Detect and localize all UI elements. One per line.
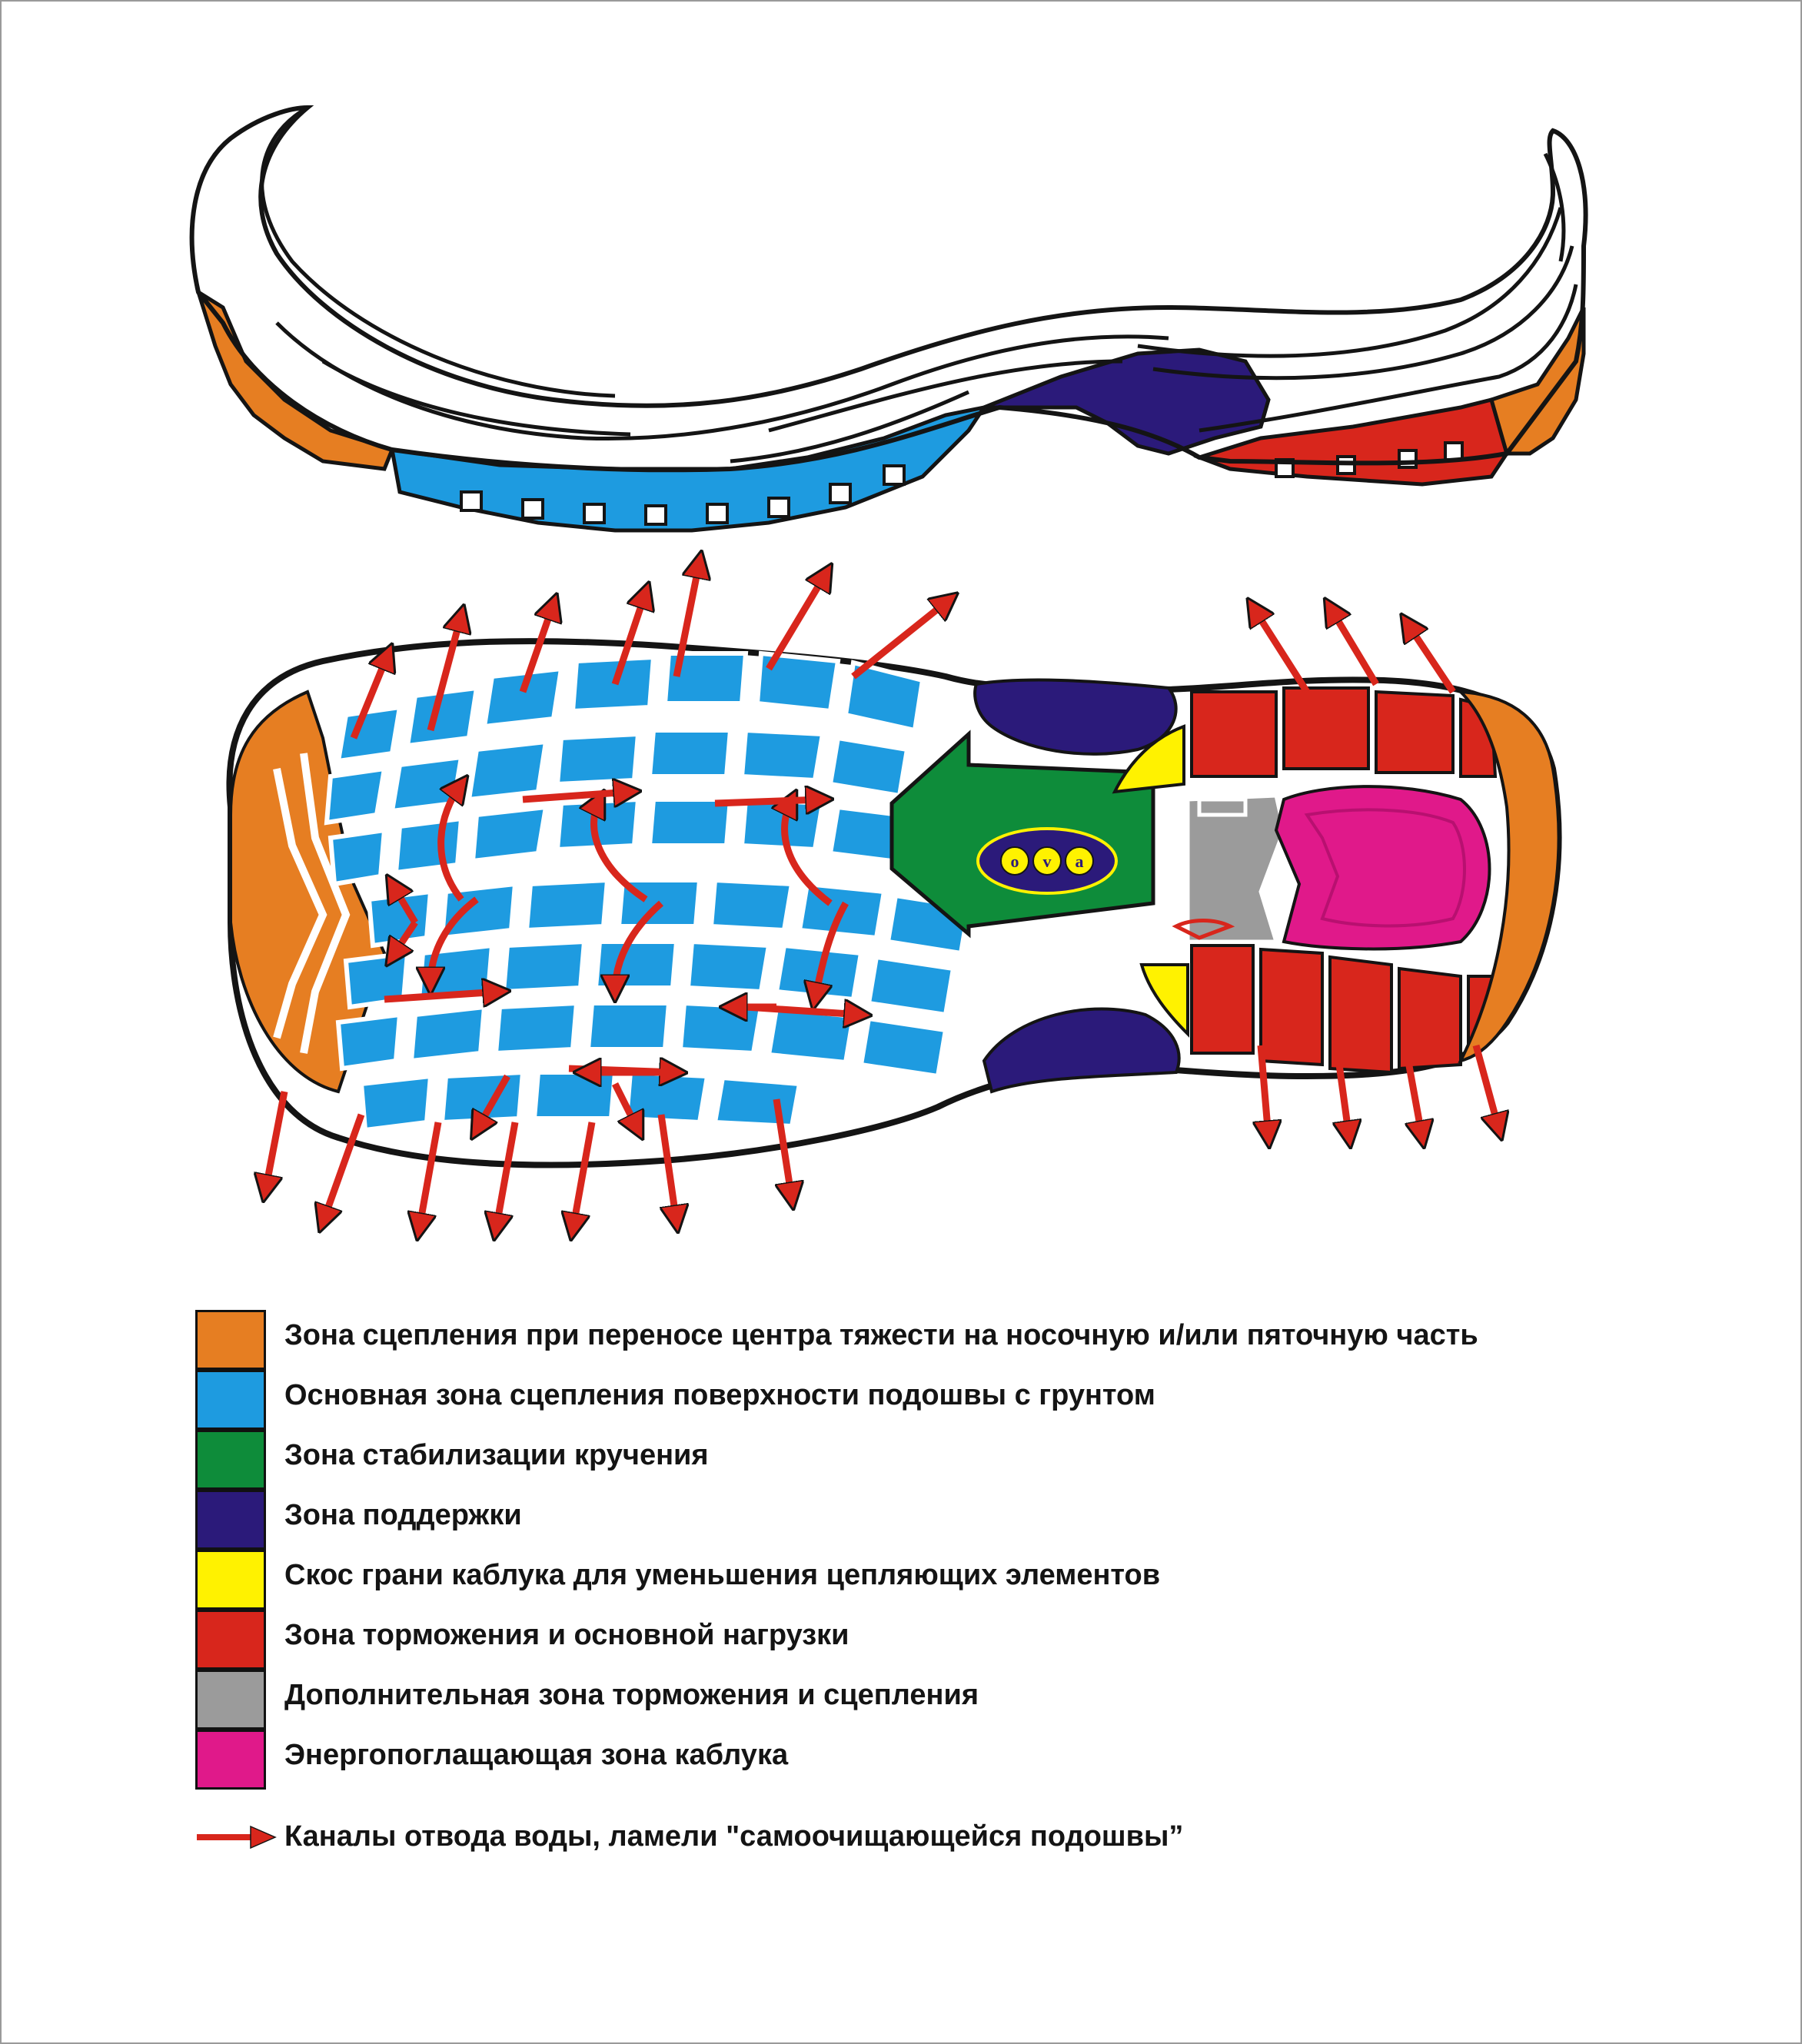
legend-swatch-navy xyxy=(195,1490,266,1550)
brand-logo: о v а xyxy=(976,827,1118,895)
logo-letter-2: v xyxy=(1043,852,1052,871)
legend-swatch-red xyxy=(195,1610,266,1670)
support-zone-bottom xyxy=(982,1007,1181,1094)
additional-braking-zone xyxy=(1185,793,1286,944)
heel-gap-arrow xyxy=(1172,919,1235,940)
heel-bevel-bottom xyxy=(1139,963,1189,1038)
legend-label: Энергопоглащающая зона каблука xyxy=(284,1739,789,1771)
legend-item-energy-absorbing: Энергопоглащающая зона каблука xyxy=(192,1730,1768,1790)
heel-bevel-top xyxy=(1112,724,1185,794)
legend-item-additional-braking: Дополнительная зона торможения и сцеплен… xyxy=(192,1670,1768,1730)
legend-label: Скос грани каблука для уменьшения цепляю… xyxy=(284,1559,1161,1591)
legend-swatch-gray xyxy=(195,1670,266,1730)
legend-label: Дополнительная зона торможения и сцеплен… xyxy=(284,1679,979,1711)
legend-arrow-label: Каналы отвода воды, ламели "самоочищающе… xyxy=(284,1820,1184,1853)
legend-item-braking: Зона торможения и основной нагрузки xyxy=(192,1610,1768,1670)
red-arrow-icon xyxy=(197,1825,277,1850)
legend-item-torsion: Зона стабилизации кручения xyxy=(192,1430,1768,1490)
legend-swatch-yellow xyxy=(195,1550,266,1610)
support-zone-top xyxy=(973,678,1178,756)
legend-item-toe-heel-grip: Зона сцепления при переносе центра тяжес… xyxy=(192,1310,1768,1370)
legend-label: Основная зона сцепления поверхности подо… xyxy=(284,1379,1155,1411)
legend-item-bevel: Скос грани каблука для уменьшения цепляю… xyxy=(192,1550,1768,1610)
legend-item-drainage-channels: Каналы отвода воды, ламели "самоочищающе… xyxy=(192,1814,1768,1860)
legend-swatch-orange xyxy=(195,1310,266,1370)
legend-swatch-magenta xyxy=(195,1730,266,1790)
legend-item-main-grip: Основная зона сцепления поверхности подо… xyxy=(192,1370,1768,1430)
sole-side-profile xyxy=(189,105,1588,533)
sole-bottom-view: о v а xyxy=(226,561,1562,1230)
shoe-sole-illustration: о v а xyxy=(189,105,1588,1276)
legend-swatch-green xyxy=(195,1430,266,1490)
legend-label: Зона торможения и основной нагрузки xyxy=(284,1619,849,1651)
side-sole-outline xyxy=(189,105,1588,473)
legend-label: Зона поддержки xyxy=(284,1499,522,1531)
logo-letter-3: а xyxy=(1076,852,1084,871)
main-grip-tread-blocks xyxy=(324,650,972,1133)
energy-absorbing-heel xyxy=(1274,785,1491,951)
logo-letter-1: о xyxy=(1011,852,1019,871)
side-toe-grip-zone xyxy=(1488,306,1586,456)
heel-inner-contour xyxy=(1304,808,1466,928)
drainage-arrows xyxy=(265,561,1499,1230)
heel-grip-zone xyxy=(1456,690,1561,1063)
legend-swatch-blue xyxy=(195,1370,266,1430)
legend-item-support: Зона поддержки xyxy=(192,1490,1768,1550)
legend-label: Зона сцепления при переносе центра тяжес… xyxy=(284,1319,1478,1351)
legend-label: Зона стабилизации кручения xyxy=(284,1439,709,1471)
